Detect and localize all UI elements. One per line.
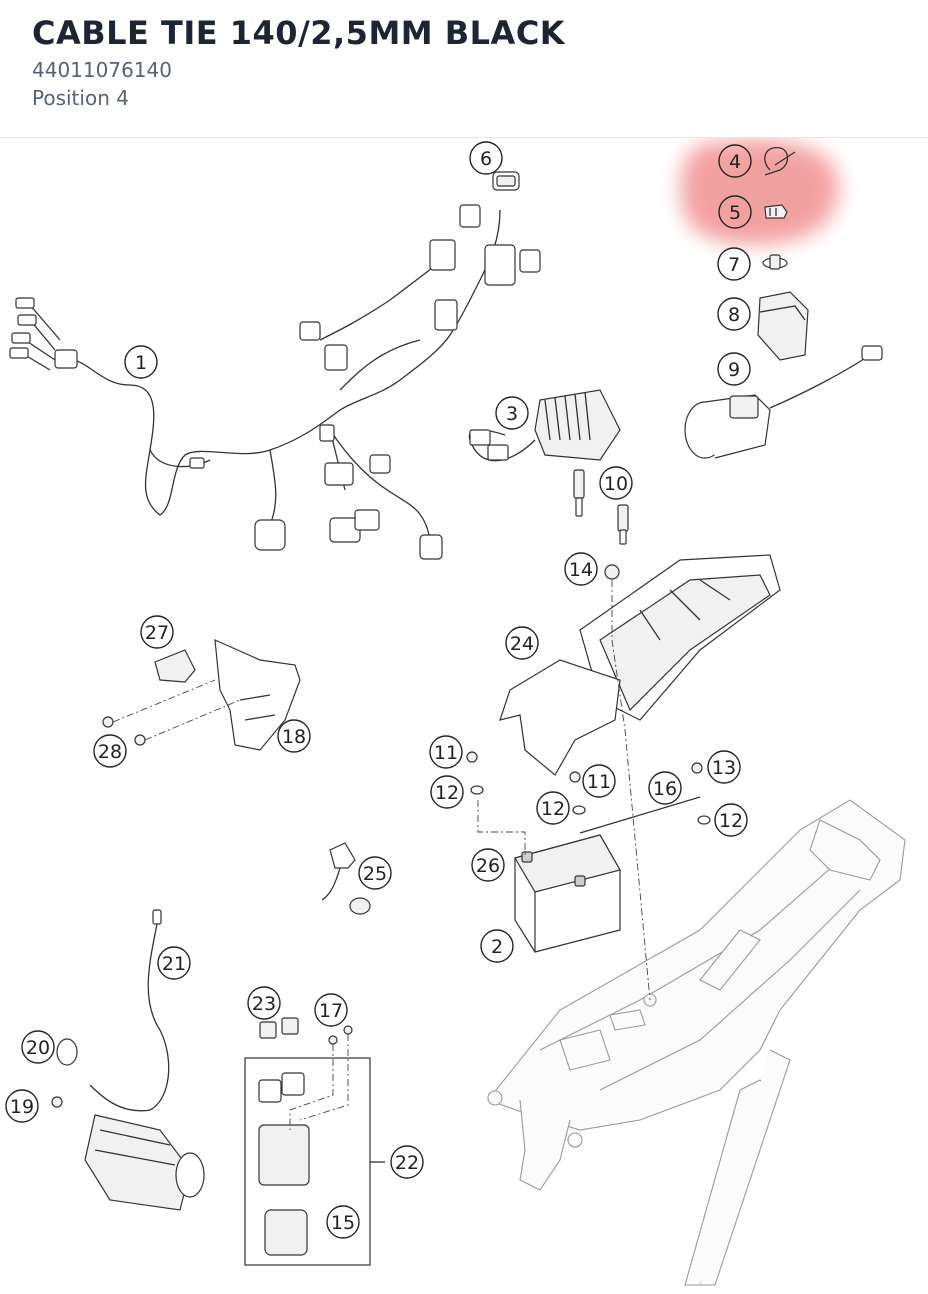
svg-text:9: 9 bbox=[728, 359, 740, 381]
starter-motor bbox=[84, 1114, 205, 1211]
callout-15[interactable]: 15 bbox=[326, 1205, 360, 1239]
callout-9[interactable]: 9 bbox=[717, 352, 751, 386]
svg-text:17: 17 bbox=[319, 1000, 343, 1022]
svg-text:15: 15 bbox=[331, 1212, 355, 1234]
svg-text:5: 5 bbox=[729, 202, 741, 224]
part-8-cover bbox=[757, 291, 809, 361]
part-24-battery-box bbox=[499, 554, 781, 776]
svg-text:14: 14 bbox=[569, 559, 593, 581]
part-header: CABLE TIE 140/2,5MM BLACK 44011076140 Po… bbox=[0, 0, 928, 138]
part-21-cable bbox=[89, 909, 170, 1112]
bolts-and-washers bbox=[466, 751, 711, 834]
part-5-clip bbox=[764, 204, 788, 219]
callout-13[interactable]: 13 bbox=[707, 750, 741, 784]
callout-2[interactable]: 2 bbox=[480, 929, 514, 963]
svg-text:12: 12 bbox=[435, 782, 459, 804]
part-14-screw bbox=[604, 564, 620, 580]
leader-line bbox=[611, 580, 651, 1001]
svg-text:8: 8 bbox=[728, 304, 740, 326]
svg-text:12: 12 bbox=[541, 798, 565, 820]
callout-5[interactable]: 5 bbox=[718, 195, 752, 229]
callout-25[interactable]: 25 bbox=[358, 856, 392, 890]
callout-12[interactable]: 12 bbox=[430, 775, 464, 809]
svg-text:6: 6 bbox=[480, 148, 492, 170]
rear-subframe bbox=[487, 799, 906, 1286]
callout-3[interactable]: 3 bbox=[495, 396, 529, 430]
part-3-regulator bbox=[468, 389, 621, 462]
callout-11[interactable]: 11 bbox=[429, 735, 463, 769]
callout-10[interactable]: 10 bbox=[599, 466, 633, 500]
svg-text:4: 4 bbox=[729, 151, 741, 173]
part-number: 44011076140 bbox=[32, 58, 172, 82]
part-20-clamp bbox=[56, 1038, 78, 1066]
part-27-18-bracket bbox=[102, 639, 301, 751]
callout-17[interactable]: 17 bbox=[314, 993, 348, 1027]
callout-6[interactable]: 6 bbox=[469, 141, 503, 175]
callout-28[interactable]: 28 bbox=[93, 734, 127, 768]
svg-text:2: 2 bbox=[491, 936, 503, 958]
svg-text:22: 22 bbox=[395, 1152, 419, 1174]
svg-text:18: 18 bbox=[282, 726, 306, 748]
svg-text:7: 7 bbox=[728, 254, 740, 276]
diagram-svg: 1 2 3 4 5 6 7 8 9 10 11 11 12 12 12 13 1… bbox=[5, 139, 906, 1286]
highlight-region bbox=[680, 139, 839, 245]
callout-11[interactable]: 11 bbox=[582, 764, 616, 798]
svg-text:13: 13 bbox=[712, 757, 736, 779]
leader-line bbox=[477, 800, 526, 855]
svg-text:27: 27 bbox=[145, 622, 169, 644]
callout-27[interactable]: 27 bbox=[140, 615, 174, 649]
callout-26[interactable]: 26 bbox=[471, 848, 505, 882]
exploded-parts-diagram: 1 2 3 4 5 6 7 8 9 10 11 11 12 12 12 13 1… bbox=[0, 138, 928, 1290]
part-title: CABLE TIE 140/2,5MM BLACK bbox=[32, 14, 566, 52]
svg-text:16: 16 bbox=[653, 778, 677, 800]
svg-text:26: 26 bbox=[476, 855, 500, 877]
part-25-cable-cap bbox=[321, 842, 371, 915]
part-7-fastener bbox=[762, 254, 788, 270]
svg-text:19: 19 bbox=[10, 1096, 34, 1118]
callout-21[interactable]: 21 bbox=[157, 946, 191, 980]
svg-text:24: 24 bbox=[510, 633, 534, 655]
svg-text:1: 1 bbox=[135, 352, 147, 374]
callout-23[interactable]: 23 bbox=[247, 986, 281, 1020]
part-9-cooling-fan bbox=[684, 345, 883, 459]
callout-24[interactable]: 24 bbox=[505, 626, 539, 660]
svg-text:21: 21 bbox=[162, 953, 186, 975]
svg-text:10: 10 bbox=[604, 473, 628, 495]
part-4-cable-tie bbox=[764, 147, 796, 176]
callout-12[interactable]: 12 bbox=[536, 791, 570, 825]
svg-text:28: 28 bbox=[98, 741, 122, 763]
callout-8[interactable]: 8 bbox=[717, 297, 751, 331]
svg-text:12: 12 bbox=[719, 810, 743, 832]
position-label: Position 4 bbox=[32, 86, 129, 110]
callout-22[interactable]: 22 bbox=[390, 1145, 424, 1179]
callout-16[interactable]: 16 bbox=[648, 771, 682, 805]
callout-18[interactable]: 18 bbox=[277, 719, 311, 753]
svg-text:11: 11 bbox=[434, 742, 458, 764]
part-2-battery bbox=[514, 834, 621, 953]
svg-text:20: 20 bbox=[26, 1037, 50, 1059]
callout-20[interactable]: 20 bbox=[21, 1030, 55, 1064]
svg-text:3: 3 bbox=[506, 403, 518, 425]
callout-1[interactable]: 1 bbox=[124, 345, 158, 379]
svg-text:23: 23 bbox=[252, 993, 276, 1015]
part-10-sensor bbox=[573, 469, 629, 545]
callout-12[interactable]: 12 bbox=[714, 803, 748, 837]
wiring-harness bbox=[9, 204, 541, 560]
svg-text:11: 11 bbox=[587, 771, 611, 793]
svg-text:25: 25 bbox=[363, 863, 387, 885]
callout-7[interactable]: 7 bbox=[717, 247, 751, 281]
callout-19[interactable]: 19 bbox=[5, 1089, 39, 1123]
part-22-relay-assembly bbox=[244, 1017, 385, 1266]
part-19-nut bbox=[51, 1096, 63, 1108]
callout-4-selected[interactable]: 4 bbox=[718, 144, 752, 178]
callout-14[interactable]: 14 bbox=[564, 552, 598, 586]
part-6-connector bbox=[492, 171, 520, 191]
